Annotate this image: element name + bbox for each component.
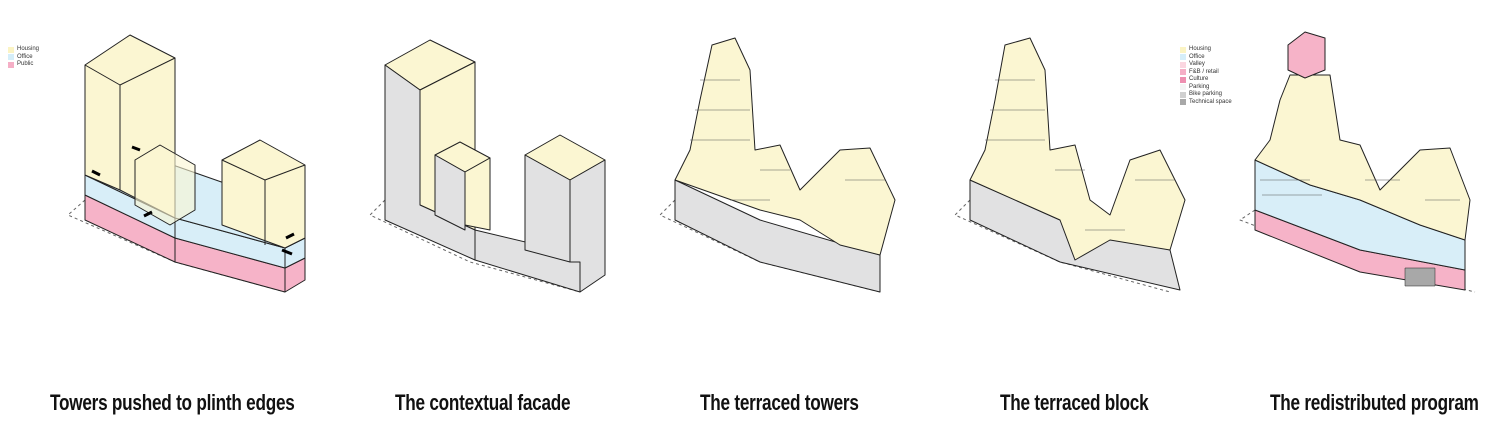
legend-label: Housing [17,46,40,52]
legend-item: Housing [8,46,39,54]
legend-item: Office [1180,54,1232,62]
caption-panel-4: The terraced block [1000,390,1149,415]
massing-towers-on-plinth [67,34,306,293]
swatch [1180,99,1186,106]
swatch [1180,61,1186,68]
legend-label: F&B / retail [1189,68,1219,75]
swatch [1180,76,1186,83]
legend-item: Valley [1180,61,1232,69]
legend-simple: Housing Office Public [8,46,39,69]
swatch [1180,84,1186,91]
legend-item: Culture [1180,76,1232,84]
swatch [1180,46,1186,53]
legend-item: Housing [1180,46,1232,54]
legend-label: Office [1189,53,1205,60]
swatch [1180,69,1186,76]
legend-label: Technical space [1189,98,1232,105]
swatch [8,61,14,68]
legend-label: Public [17,61,34,67]
legend-item: Bike parking [1180,91,1232,99]
legend-label: Valley [1189,61,1205,67]
legend-label: Housing [1189,46,1212,52]
caption-panel-3: The terraced towers [700,390,859,415]
massing-terraced-block [954,37,1186,293]
caption-panel-2: The contextual facade [395,390,571,415]
massing-redistributed-program [1239,31,1476,293]
massing-terraced-towers [659,37,896,293]
legend-item: Technical space [1180,99,1232,107]
legend-item: F&B / retail [1180,69,1232,77]
legend-label: Bike parking [1189,91,1223,97]
swatch [1180,54,1186,61]
massing-contextual-facade [369,39,606,293]
legend-label: Office [17,53,33,60]
legend-label: Parking [1189,83,1210,90]
legend-item: Office [8,54,39,62]
swatch [8,54,14,61]
caption-panel-5: The redistributed program [1270,390,1479,415]
legend-full: Housing Office Valley F&B / retail Cultu… [1180,46,1232,106]
legend-label: Culture [1189,76,1209,82]
caption-panel-1: Towers pushed to plinth edges [50,390,295,415]
legend-item: Public [8,61,39,69]
swatch [1180,91,1186,98]
legend-item: Parking [1180,84,1232,92]
swatch [8,46,14,53]
